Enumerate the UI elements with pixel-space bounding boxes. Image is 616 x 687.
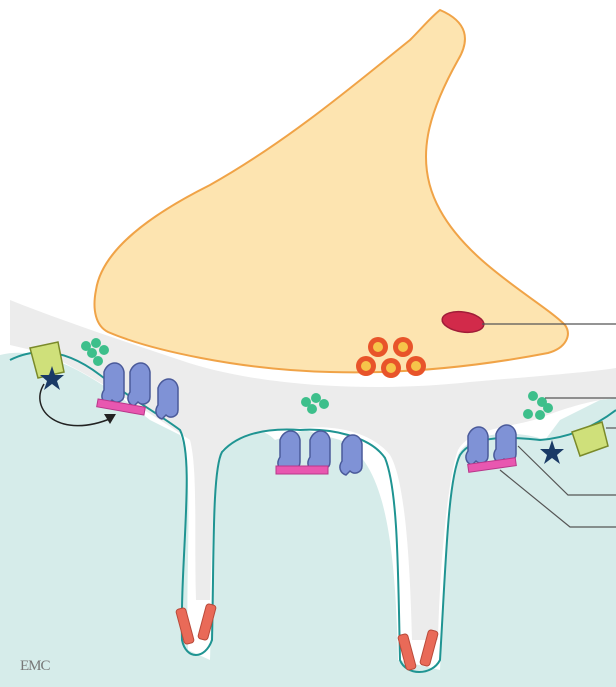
receptor-icon [308,431,330,471]
receptor-icon [466,427,488,465]
receptor-icon [128,363,150,406]
synaptic-vesicle-icon [368,337,388,357]
receptor-icon [494,425,516,463]
synaptic-vesicle-icon [356,356,376,376]
anchoring-protein-icon [276,466,328,474]
receptor-icon [102,363,124,404]
presynaptic-terminal [95,10,568,372]
synaptic-vesicle-icon [406,356,426,376]
synaptic-vesicle-icon [381,358,401,378]
synaptic-vesicle-icon [393,337,413,357]
receptor-icon [156,379,178,419]
receptor-icon [278,431,300,471]
receptor-icon [340,435,362,475]
emc-watermark: EMC [20,658,50,675]
